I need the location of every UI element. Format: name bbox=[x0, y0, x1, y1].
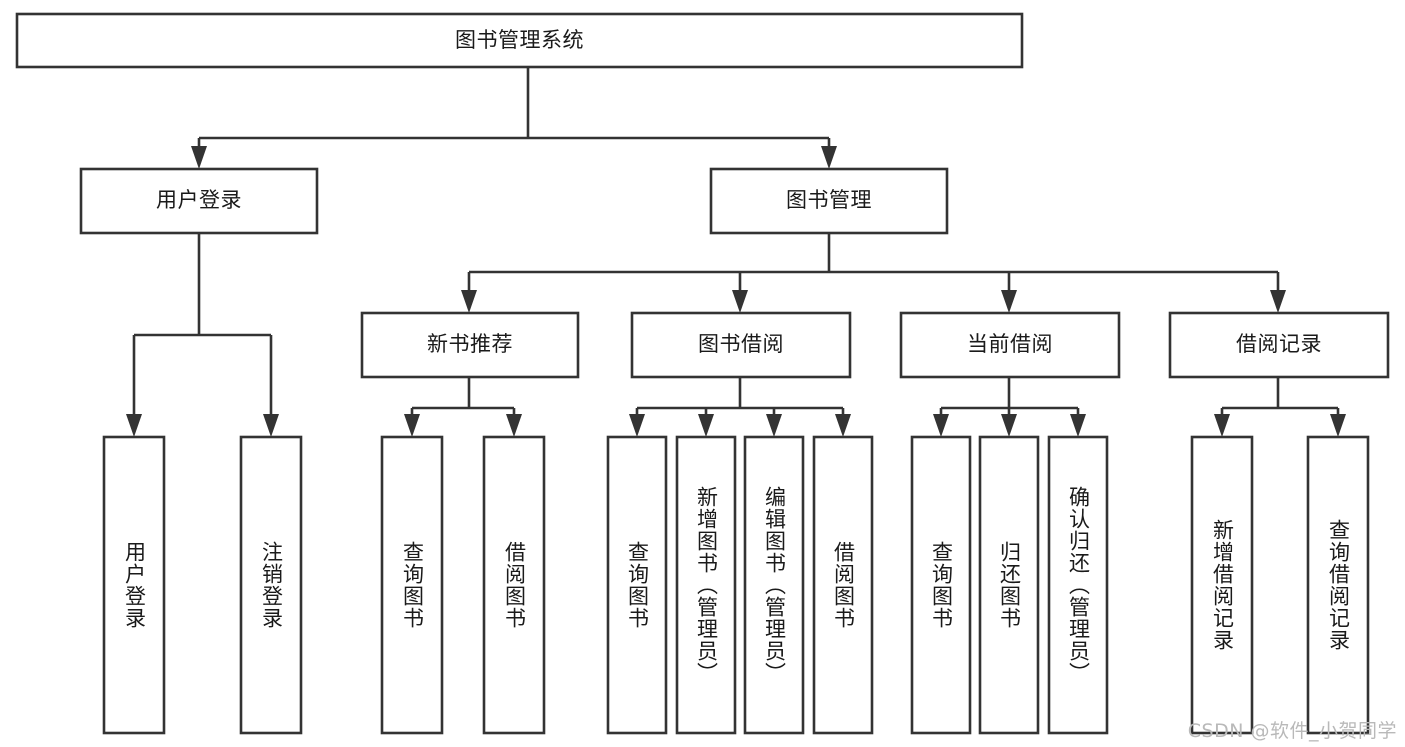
arrow-book-borrow-leaf-3 bbox=[766, 414, 782, 437]
node-current-borrow[interactable] bbox=[899, 311, 1121, 379]
arrow-current-borrow-leaf-3 bbox=[1070, 414, 1086, 437]
node-root-book-management-system[interactable] bbox=[15, 12, 1024, 69]
arrow-new-book-leaf-1 bbox=[404, 414, 420, 437]
node-leaf-confirm-return-admin[interactable] bbox=[1047, 435, 1109, 735]
node-leaf-add-borrow-record[interactable] bbox=[1190, 435, 1254, 735]
node-leaf-borrow-book-recommend[interactable] bbox=[482, 435, 546, 735]
node-borrow-record[interactable] bbox=[1168, 311, 1390, 379]
arrow-user-login-leaf-1 bbox=[126, 414, 142, 437]
node-leaf-add-book-admin[interactable] bbox=[675, 435, 737, 735]
node-leaf-query-borrow-record[interactable] bbox=[1306, 435, 1370, 735]
arrow-user-login-leaf-2 bbox=[263, 414, 279, 437]
arrow-book-borrow-leaf-1 bbox=[629, 414, 645, 437]
arrow-borrow-record-leaf-2 bbox=[1330, 414, 1346, 437]
node-leaf-return-book[interactable] bbox=[978, 435, 1040, 735]
arrow-book-manage-child-1 bbox=[461, 290, 477, 313]
node-leaf-query-book-current[interactable] bbox=[910, 435, 972, 735]
node-leaf-user-login[interactable] bbox=[102, 435, 166, 735]
arrow-borrow-record-leaf-1 bbox=[1214, 414, 1230, 437]
arrow-root-to-book-manage bbox=[821, 146, 837, 169]
arrow-book-manage-child-4 bbox=[1270, 290, 1286, 313]
arrow-root-to-user-login bbox=[191, 146, 207, 169]
node-leaf-query-book-recommend[interactable] bbox=[380, 435, 444, 735]
node-leaf-edit-book-admin[interactable] bbox=[743, 435, 805, 735]
arrow-book-borrow-leaf-2 bbox=[698, 414, 714, 437]
node-leaf-logout[interactable] bbox=[239, 435, 303, 735]
arrow-current-borrow-leaf-2 bbox=[1001, 414, 1017, 437]
node-book-borrow[interactable] bbox=[630, 311, 852, 379]
node-book-management[interactable] bbox=[709, 167, 949, 235]
arrow-current-borrow-leaf-1 bbox=[933, 414, 949, 437]
arrow-book-manage-child-3 bbox=[1001, 290, 1017, 313]
arrow-book-borrow-leaf-4 bbox=[835, 414, 851, 437]
node-leaf-query-book-borrow[interactable] bbox=[606, 435, 668, 735]
arrow-book-manage-child-2 bbox=[732, 290, 748, 313]
node-user-login[interactable] bbox=[79, 167, 319, 235]
arrow-new-book-leaf-2 bbox=[506, 414, 522, 437]
node-leaf-borrow-book[interactable] bbox=[812, 435, 874, 735]
node-new-book-recommend[interactable] bbox=[360, 311, 580, 379]
